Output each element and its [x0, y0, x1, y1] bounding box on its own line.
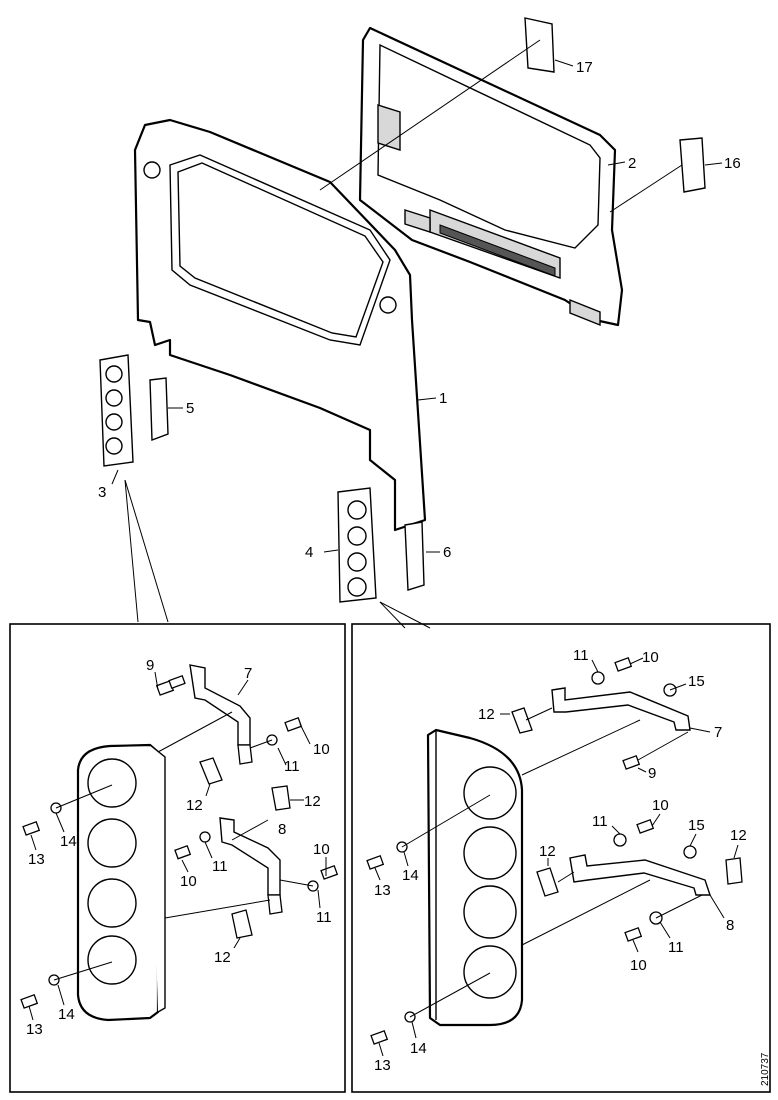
cover-plate-part-17	[524, 17, 555, 73]
callout-6: 6	[443, 544, 451, 561]
gauge-panel-part-3	[99, 354, 134, 467]
detail-box-right	[351, 623, 771, 1093]
callout-14-left-b: 14	[58, 1006, 75, 1023]
callout-10-right-a: 10	[642, 649, 659, 666]
callout-13-left-a: 13	[28, 851, 45, 868]
callout-13-right-a: 13	[374, 882, 391, 899]
right-bracket-part-7	[551, 687, 691, 731]
callout-14-right-b: 14	[410, 1040, 427, 1057]
callout-14-left-a: 14	[60, 833, 77, 850]
left-detail-leaders	[28, 671, 327, 1021]
callout-9-left: 9	[146, 657, 154, 674]
callout-16: 16	[724, 155, 741, 172]
callout-15-right-a: 15	[688, 673, 705, 690]
rear-panel-part-2	[358, 26, 624, 327]
left-detail-labels: 9 7 10 11 12 12 8 11 10 10 11 12 14 13 1…	[26, 657, 332, 1038]
callout-11-right-c: 11	[668, 939, 684, 956]
callout-10-right-b: 10	[652, 797, 669, 814]
callout-12-left-c: 12	[214, 949, 231, 966]
figure-code: 210737	[760, 1052, 771, 1086]
trim-piece-part-5	[149, 377, 169, 441]
callout-15-right-b: 15	[688, 817, 705, 834]
callout-11-left-b: 11	[212, 858, 228, 875]
callout-7-left: 7	[244, 665, 252, 682]
callout-10-right-c: 10	[630, 957, 647, 974]
gauge-panel-part-4	[337, 487, 377, 603]
callout-11-right-a: 11	[573, 647, 589, 664]
left-hardware	[20, 675, 339, 1009]
callout-3: 3	[98, 484, 106, 501]
cover-plate-part-16	[679, 137, 706, 193]
callout-12-left-a: 12	[186, 797, 203, 814]
right-bracket-part-8	[569, 854, 711, 896]
callout-10-left-c: 10	[313, 841, 330, 858]
left-gauge-housing	[76, 743, 166, 1022]
callout-12-right-a: 12	[478, 706, 495, 723]
callout-12-left-b: 12	[304, 793, 321, 810]
top-leader-lines	[111, 39, 723, 629]
trim-piece-part-6	[404, 521, 425, 591]
callout-14-right-a: 14	[402, 867, 419, 884]
callout-8-left: 8	[278, 821, 286, 838]
callout-2: 2	[628, 155, 636, 172]
right-detail-leaders	[374, 657, 739, 1057]
callout-13-left-b: 13	[26, 1021, 43, 1038]
front-frame-part-1	[133, 118, 427, 532]
callout-17: 17	[576, 59, 593, 76]
callout-10-left-b: 10	[180, 873, 197, 890]
callout-13-right-b: 13	[374, 1057, 391, 1074]
callout-10-left-a: 10	[313, 741, 330, 758]
left-bracket-part-8	[219, 817, 283, 915]
callout-11-right-b: 11	[592, 813, 608, 830]
callout-7-right: 7	[714, 724, 722, 741]
callout-12-right-b: 12	[730, 827, 747, 844]
callout-11-left-a: 11	[284, 758, 300, 775]
callout-9-right: 9	[648, 765, 656, 782]
left-bracket-part-7	[189, 664, 253, 765]
callout-12-right-c: 12	[539, 843, 556, 860]
callout-5: 5	[186, 400, 194, 417]
detail-box-left	[9, 623, 346, 1093]
right-detail-labels: 11 10 15 12 7 9 11 10 15 12 12 8 11 10 1…	[374, 647, 747, 1074]
callout-1: 1	[439, 390, 447, 407]
callout-4: 4	[305, 544, 313, 561]
right-hardware	[366, 657, 743, 1045]
callout-11-left-c: 11	[316, 909, 332, 926]
callout-8-right: 8	[726, 917, 734, 934]
right-gauge-housing	[426, 728, 524, 1027]
